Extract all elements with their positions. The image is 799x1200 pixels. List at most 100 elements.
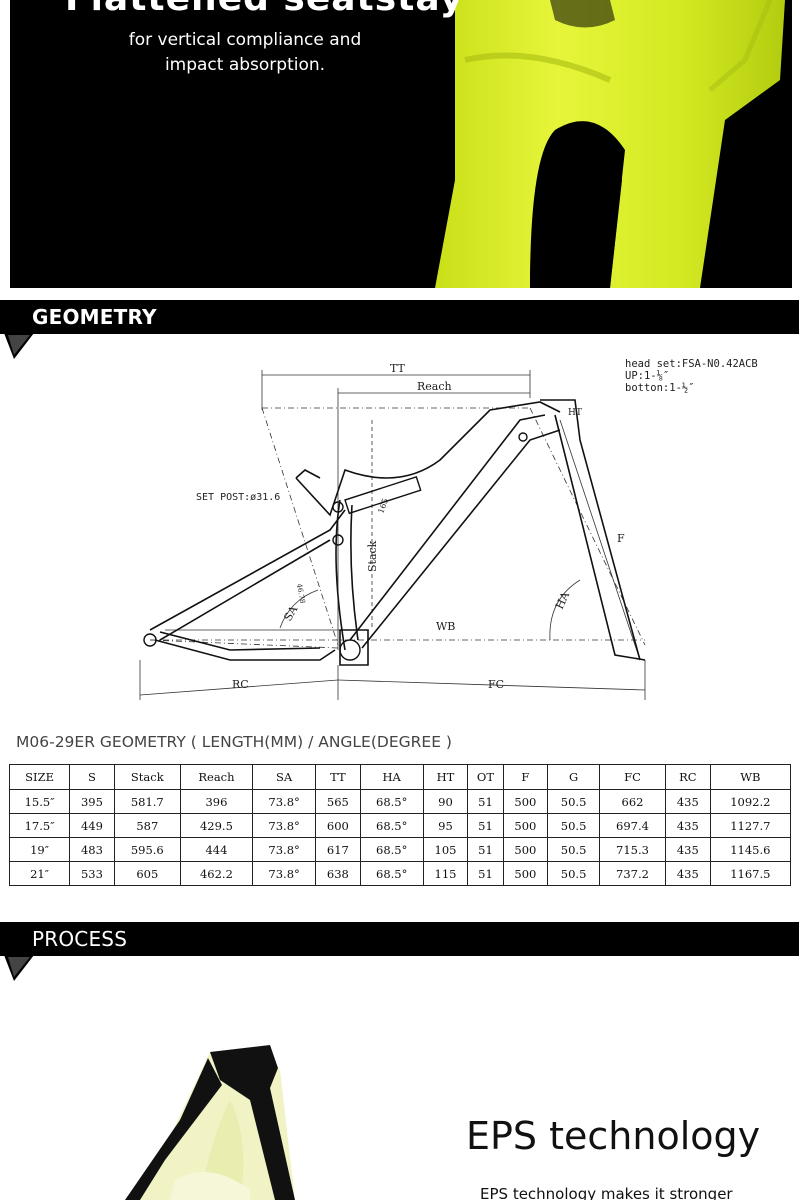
table-cell: 68.5°: [359, 813, 424, 838]
table-cell: 73.8°: [252, 789, 317, 814]
dim-tt-label: TT: [390, 362, 406, 375]
header-cell: FC: [598, 764, 667, 790]
table-cell: 50.5: [547, 813, 600, 838]
table-cell: 73.8°: [252, 861, 317, 886]
table-cell: 51: [467, 813, 504, 838]
geometry-drawing: TT Reach WB RC FC F HT Stack SA HA 165 4…: [139, 362, 646, 700]
table-cell: 605: [113, 861, 181, 886]
headset-note-line2: UP:1-⅛″: [625, 370, 670, 382]
header-cell: TT: [315, 764, 361, 790]
header-cell: SIZE: [8, 764, 71, 790]
table-cell: 115: [422, 861, 469, 886]
section-bar: [0, 922, 799, 956]
table-cell: 533: [69, 861, 115, 886]
table-cell: 1167.5: [709, 861, 792, 886]
header-cell: G: [547, 764, 600, 790]
table-cell: 600: [315, 813, 361, 838]
table-cell: 617: [315, 837, 361, 862]
dim-ha-label: HA: [553, 589, 573, 611]
hero-banner: Flattened seatstay for vertical complian…: [10, 0, 792, 288]
table-cell: 73.8°: [252, 813, 317, 838]
header-cell: SA: [252, 764, 317, 790]
table-cell: 500: [502, 789, 549, 814]
table-cell: 17.5″: [8, 813, 71, 838]
dim-reach-label: Reach: [417, 380, 452, 393]
table-cell: 68.5°: [359, 837, 424, 862]
process-label: PROCESS: [32, 927, 128, 951]
table-cell: 587: [113, 813, 181, 838]
table-cell: 444: [179, 837, 254, 862]
header-cell: F: [502, 764, 549, 790]
dim-sa-label: SA: [281, 603, 301, 624]
table-cell: 638: [315, 861, 361, 886]
eps-mold-image: [125, 1045, 295, 1200]
table-cell: 95: [422, 813, 469, 838]
table-cell: 395: [69, 789, 115, 814]
table-cell: 1092.2: [709, 789, 792, 814]
table-cell: 1127.7: [709, 813, 792, 838]
header-cell: RC: [665, 764, 711, 790]
table-cell: 50.5: [547, 837, 600, 862]
table-cell: 51: [467, 837, 504, 862]
dim-stroke-label: 46.78: [295, 583, 306, 604]
table-cell: 68.5°: [359, 789, 424, 814]
table-cell: 715.3: [598, 837, 667, 862]
table-cell: 51: [467, 861, 504, 886]
table-cell: 50.5: [547, 861, 600, 886]
header-cell: Reach: [179, 764, 254, 790]
header-cell: HA: [359, 764, 424, 790]
section-bar: [0, 300, 799, 334]
table-cell: 21″: [8, 861, 71, 886]
table-cell: 90: [422, 789, 469, 814]
table-cell: 662: [598, 789, 667, 814]
table-cell: 462.2: [179, 861, 254, 886]
seatpost-label: SET POST:ø31.6: [196, 492, 281, 503]
hero-subtitle-line2: impact absorption.: [164, 55, 326, 75]
hero-title: Flattened seatstay: [65, 0, 464, 19]
dim-rc-label: RC: [232, 678, 249, 691]
table-cell: 435: [665, 861, 711, 886]
process-section-header: PROCESS: [0, 922, 799, 981]
table-cell: 68.5°: [359, 861, 424, 886]
header-cell: OT: [467, 764, 504, 790]
header-cell: Stack: [113, 764, 181, 790]
table-cell: 105: [422, 837, 469, 862]
geometry-label: GEOMETRY: [32, 305, 157, 329]
table-cell: 697.4: [598, 813, 667, 838]
table-cell: 73.8°: [252, 837, 317, 862]
table-cell: 565: [315, 789, 361, 814]
table-cell: 435: [665, 789, 711, 814]
frame-seatstay-image: [435, 0, 785, 288]
table-cell: 19″: [8, 837, 71, 862]
header-cell: HT: [422, 764, 469, 790]
table-cell: 51: [467, 789, 504, 814]
table-cell: 435: [665, 813, 711, 838]
table-cell: 483: [69, 837, 115, 862]
table-cell: 581.7: [113, 789, 181, 814]
table-header-row: SIZE S Stack Reach SA TT HA HT OT F G FC…: [8, 764, 792, 790]
dim-shock-label: 165: [376, 497, 390, 514]
table-cell: 595.6: [113, 837, 181, 862]
dim-ht-label: HT: [568, 408, 582, 418]
dim-f-label: F: [617, 532, 625, 545]
table-cell: 449: [69, 813, 115, 838]
table-cell: 1145.6: [709, 837, 792, 862]
eps-title: EPS technology: [466, 1114, 761, 1158]
geometry-table-caption: M06-29ER GEOMETRY ( LENGTH(MM) / ANGLE(D…: [16, 733, 452, 751]
table-cell: 429.5: [179, 813, 254, 838]
table-cell: 500: [502, 837, 549, 862]
hero-subtitle: for vertical compliance and impact absor…: [100, 28, 390, 78]
table-cell: 435: [665, 837, 711, 862]
table-cell: 396: [179, 789, 254, 814]
section-flag-icon: [4, 333, 34, 359]
header-cell: S: [69, 764, 115, 790]
table-cell: 15.5″: [8, 789, 71, 814]
dim-stack-label: Stack: [366, 540, 379, 572]
hero-subtitle-line1: for vertical compliance and: [128, 30, 362, 50]
headset-note-line1: head set:FSA-N0.42ACB: [625, 358, 758, 370]
headset-note: head set:FSA-N0.42ACB UP:1-⅛″ botton:1-½…: [625, 358, 758, 394]
